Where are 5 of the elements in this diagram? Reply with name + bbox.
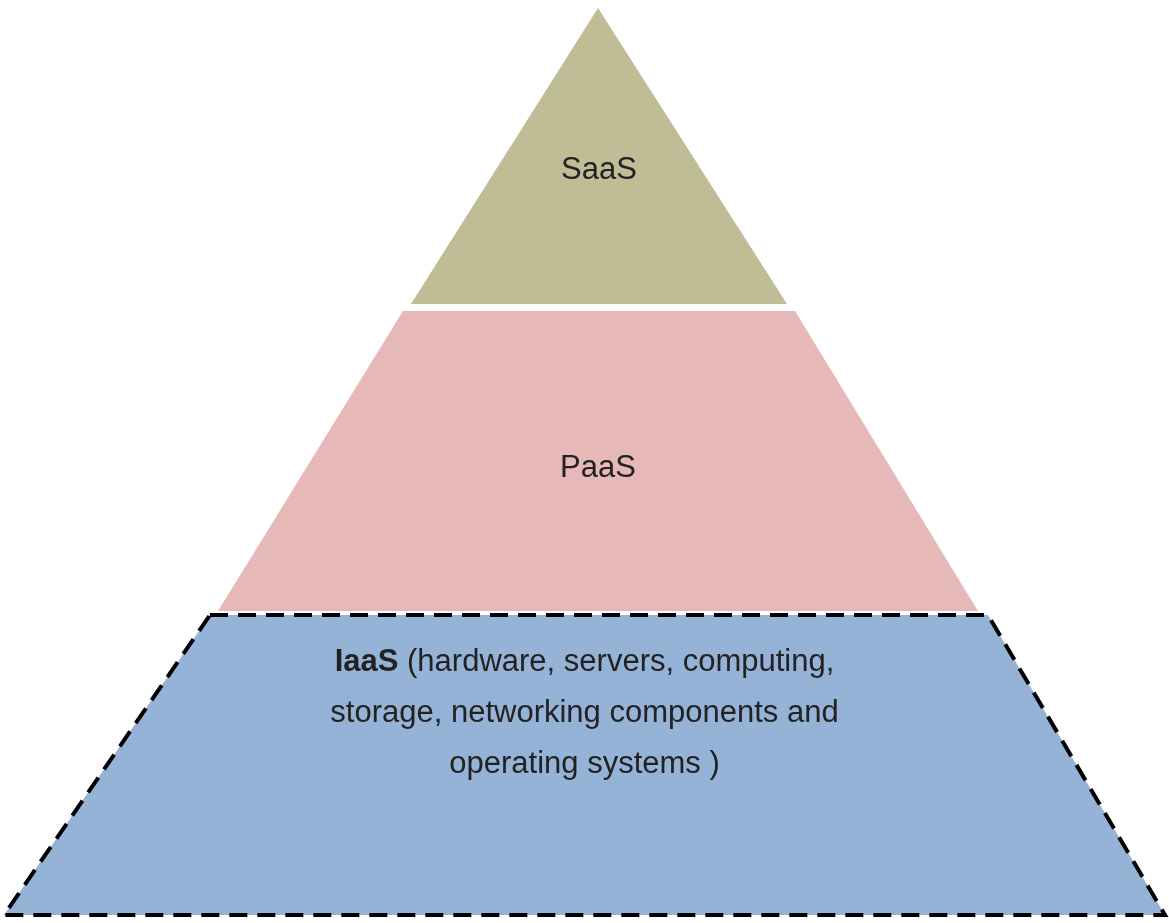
tier-label: PaaS (560, 448, 636, 486)
tier-label: SaaS (561, 150, 637, 188)
tier-label: IaaS (hardware, servers, computing, storage, networking components and operating systems ) (329, 642, 840, 782)
pyramid-tier (218, 311, 978, 611)
pyramid-tier (411, 8, 787, 304)
